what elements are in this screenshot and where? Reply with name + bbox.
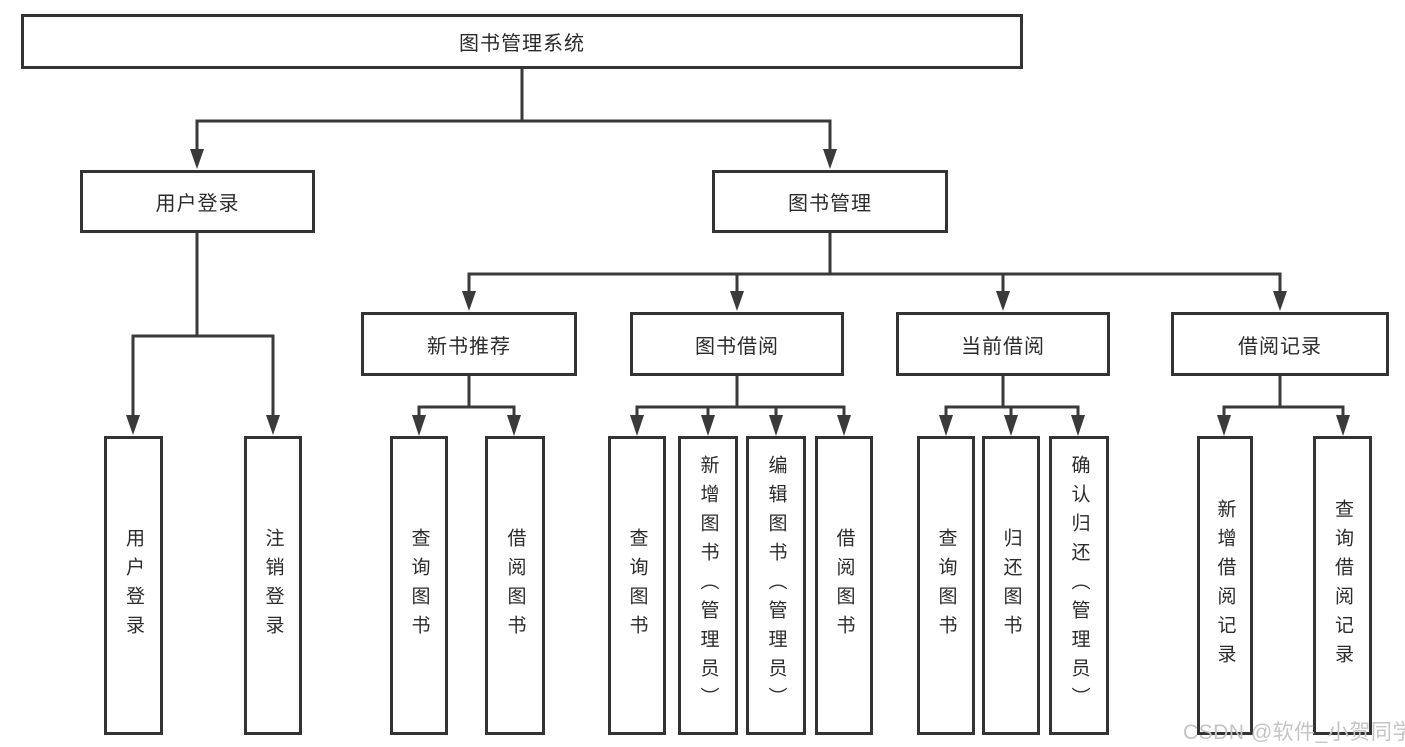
node-label: 查询借阅记录 [1332, 498, 1353, 673]
leaf-logout: 注销登录 [244, 436, 302, 735]
csdn-watermark: CSDN @软件_小贺同学 [1183, 721, 1405, 744]
node-label: 新增图书（管理员） [697, 455, 719, 716]
leaf-user-login: 用户登录 [104, 436, 163, 735]
node-label: 查询图书 [935, 527, 957, 644]
node-label: 用户登录 [123, 527, 144, 644]
node-label: 查询图书 [626, 527, 648, 644]
node-label: 借阅图书 [504, 527, 526, 644]
node-label: 归还图书 [1000, 527, 1022, 644]
node-label: 注销登录 [262, 527, 284, 644]
node-label: 当前借阅 [961, 335, 1045, 358]
leaf-query-books-recommend: 查询图书 [390, 436, 448, 735]
leaf-return-books: 归还图书 [982, 436, 1040, 735]
node-borrow-records: 借阅记录 [1171, 312, 1389, 376]
node-user-login: 用户登录 [80, 170, 315, 233]
node-label: 新增借阅记录 [1214, 498, 1236, 673]
node-label: 编辑图书（管理员） [765, 455, 787, 716]
leaf-borrow-books: 借阅图书 [815, 436, 873, 735]
node-root-library-system: 图书管理系统 [21, 14, 1023, 69]
leaf-borrow-books-recommend: 借阅图书 [485, 436, 545, 735]
leaf-confirm-return-admin: 确认归还（管理员） [1049, 436, 1109, 735]
node-label: 确认归还（管理员） [1068, 455, 1090, 716]
node-label: 借阅记录 [1238, 335, 1322, 358]
node-book-borrow: 图书借阅 [630, 312, 844, 376]
leaf-edit-books-admin: 编辑图书（管理员） [746, 436, 806, 735]
leaf-query-borrow-record: 查询借阅记录 [1313, 436, 1372, 735]
leaf-add-books-admin: 新增图书（管理员） [678, 436, 738, 735]
node-current-borrow: 当前借阅 [896, 312, 1110, 376]
node-label: 查询图书 [408, 527, 430, 644]
leaf-add-borrow-record: 新增借阅记录 [1197, 436, 1253, 735]
node-label: 图书借阅 [695, 335, 779, 358]
node-label: 借阅图书 [833, 527, 855, 644]
leaf-query-books-borrow: 查询图书 [608, 436, 666, 735]
node-book-management: 图书管理 [712, 170, 948, 233]
node-label: 用户登录 [155, 193, 240, 215]
node-label: 图书管理系统 [459, 33, 585, 55]
node-label: 图书管理 [788, 193, 872, 215]
node-new-book-recommend: 新书推荐 [361, 312, 577, 376]
leaf-query-books-current: 查询图书 [917, 436, 975, 735]
node-label: 新书推荐 [427, 335, 511, 358]
